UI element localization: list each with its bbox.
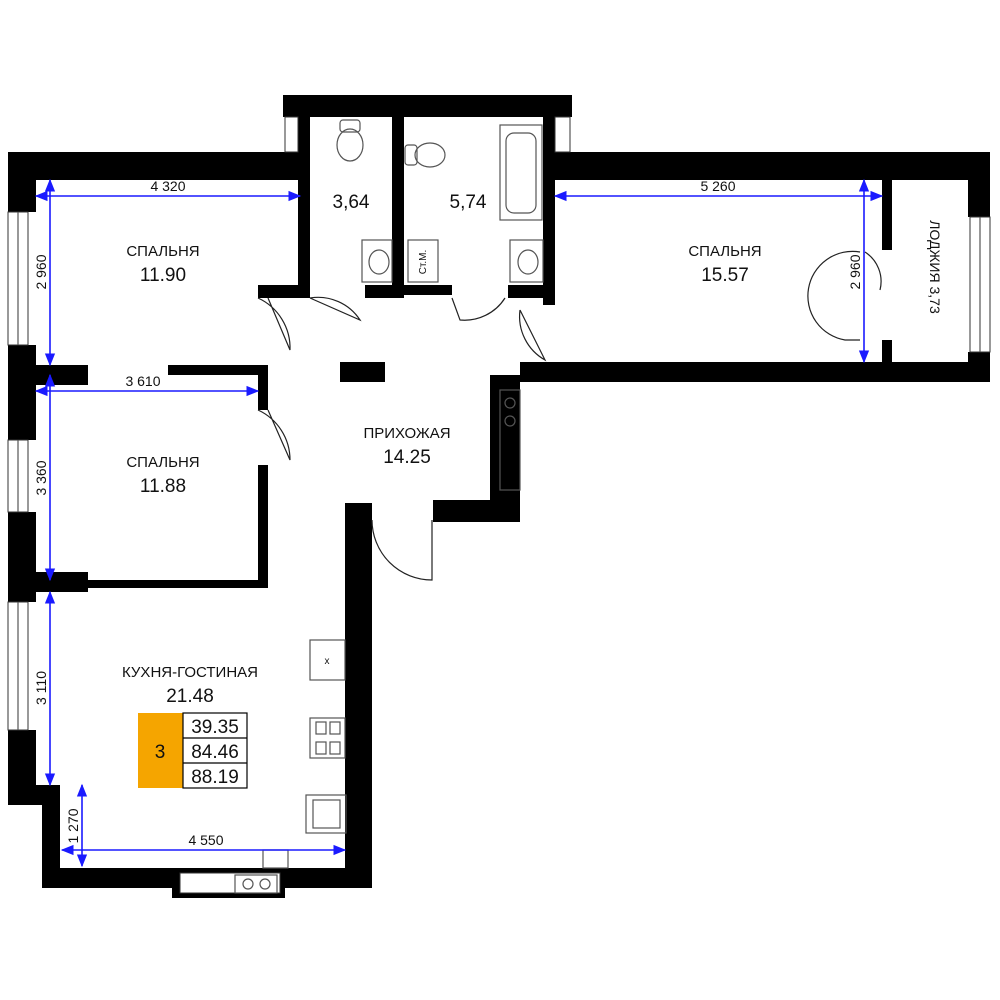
bedroom2-depth-label: 3 360 bbox=[33, 460, 49, 495]
washer-label: Ст.М. bbox=[418, 250, 429, 275]
sink-2-icon bbox=[509, 239, 544, 283]
stove-icon bbox=[309, 717, 346, 759]
bedroom3-area: 15.57 bbox=[701, 265, 749, 286]
bedroom3-name: СПАЛЬНЯ bbox=[688, 243, 761, 260]
loggia-label: ЛОДЖИЯ 3,73 bbox=[927, 220, 943, 314]
kitchen-living-area: 21.48 bbox=[166, 686, 214, 707]
bedroom3-depth-label: 2 960 bbox=[847, 254, 863, 289]
rooms-count: 3 bbox=[155, 742, 166, 763]
summary-table: 3 39.35 84.46 88.19 bbox=[138, 712, 248, 789]
bathroom-area: 5,74 bbox=[450, 192, 487, 213]
bedroom1-width-label: 4 320 bbox=[150, 178, 185, 194]
bedroom3-width-label: 5 260 bbox=[700, 178, 735, 194]
fridge-icon bbox=[309, 639, 346, 681]
washer-icon bbox=[407, 239, 439, 283]
kitchen-bay-label: 1 270 bbox=[65, 808, 81, 843]
hallway-name: ПРИХОЖАЯ bbox=[363, 425, 450, 442]
total-with-loggia-value: 88.19 bbox=[191, 767, 239, 788]
kitchen-depth-label: 3 110 bbox=[33, 671, 49, 705]
kitchen-width-label: 4 550 bbox=[188, 832, 223, 848]
toilet-1-icon bbox=[336, 119, 364, 162]
toilet-2-icon bbox=[404, 142, 446, 168]
bedroom2-name: СПАЛЬНЯ bbox=[126, 454, 199, 471]
toilet-area: 3,64 bbox=[333, 192, 370, 213]
hallway-wardrobe-icon bbox=[499, 389, 521, 491]
windows bbox=[7, 116, 991, 894]
living-area-value: 39.35 bbox=[191, 717, 239, 738]
bedroom1-depth-label: 2 960 bbox=[33, 254, 49, 289]
fridge-mark: x bbox=[325, 656, 330, 667]
doors bbox=[257, 250, 882, 581]
total-area-value: 84.46 bbox=[191, 742, 239, 763]
walls bbox=[8, 95, 990, 898]
bedroom1-name: СПАЛЬНЯ bbox=[126, 243, 199, 260]
bedroom2-area: 11.88 bbox=[140, 476, 186, 497]
kitchen-sink-icon bbox=[305, 794, 347, 834]
bathtub-icon bbox=[499, 124, 543, 221]
hallway-area: 14.25 bbox=[383, 447, 431, 468]
sink-1-icon bbox=[361, 239, 393, 283]
bedroom1-area: 11.90 bbox=[140, 265, 186, 286]
kitchen-living-name: КУХНЯ-ГОСТИНАЯ bbox=[122, 664, 258, 681]
rooms-count-badge bbox=[138, 713, 183, 788]
bedroom2-width-label: 3 610 bbox=[125, 373, 160, 389]
dimension-lines bbox=[34, 178, 884, 868]
